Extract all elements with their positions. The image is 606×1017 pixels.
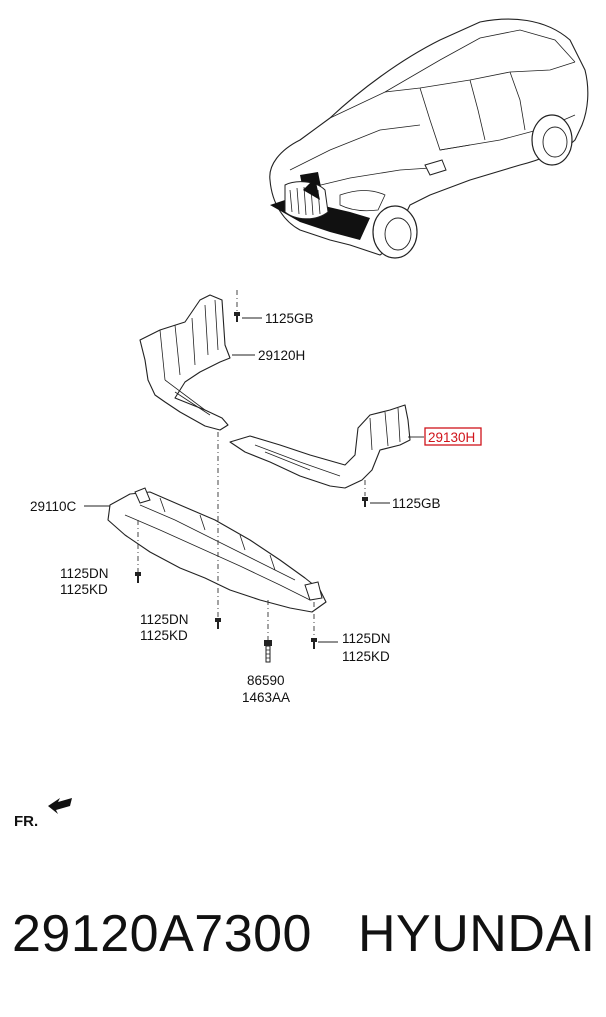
label-bolt-rr-b: 1125KD [342,649,390,664]
label-bolt-left-b: 1125KD [60,582,108,597]
label-bolt-right: 1125GB [392,496,441,511]
main-under-cover [107,487,327,613]
label-bolt-mid-a: 1125DN [140,612,189,627]
label-clip-b: 1463AA [242,690,290,705]
clip-icon [264,640,272,663]
label-bolt-top: 1125GB [265,311,314,326]
label-bolt-left-a: 1125DN [60,566,109,581]
bolt-right-icon [362,497,368,507]
label-29120h: 29120H [258,348,305,363]
car-illustration [269,18,589,259]
bolt-rear-right-icon [311,638,317,649]
label-bolt-rr-a: 1125DN [342,631,391,646]
bolt-left-icon [135,572,141,583]
label-29110c: 29110C [30,499,77,514]
bolt-top-icon [234,312,240,322]
upper-right-cover [229,404,411,489]
upper-left-cover [139,294,231,431]
bolt-mid-icon [215,618,221,629]
highlight-box [424,427,482,446]
label-clip-a: 86590 [247,673,285,688]
label-bolt-mid-b: 1125KD [140,628,188,643]
front-label: FR. [14,813,38,830]
parts-diagram: 1125GB 29120H 29130H 1125GB 29110C 1125D… [14,18,589,830]
brand-name: HYUNDAI [358,905,596,963]
label-29130h[interactable]: 29130H [428,430,475,445]
front-arrow-icon [48,798,72,814]
part-number: 29120A7300 [12,905,312,963]
